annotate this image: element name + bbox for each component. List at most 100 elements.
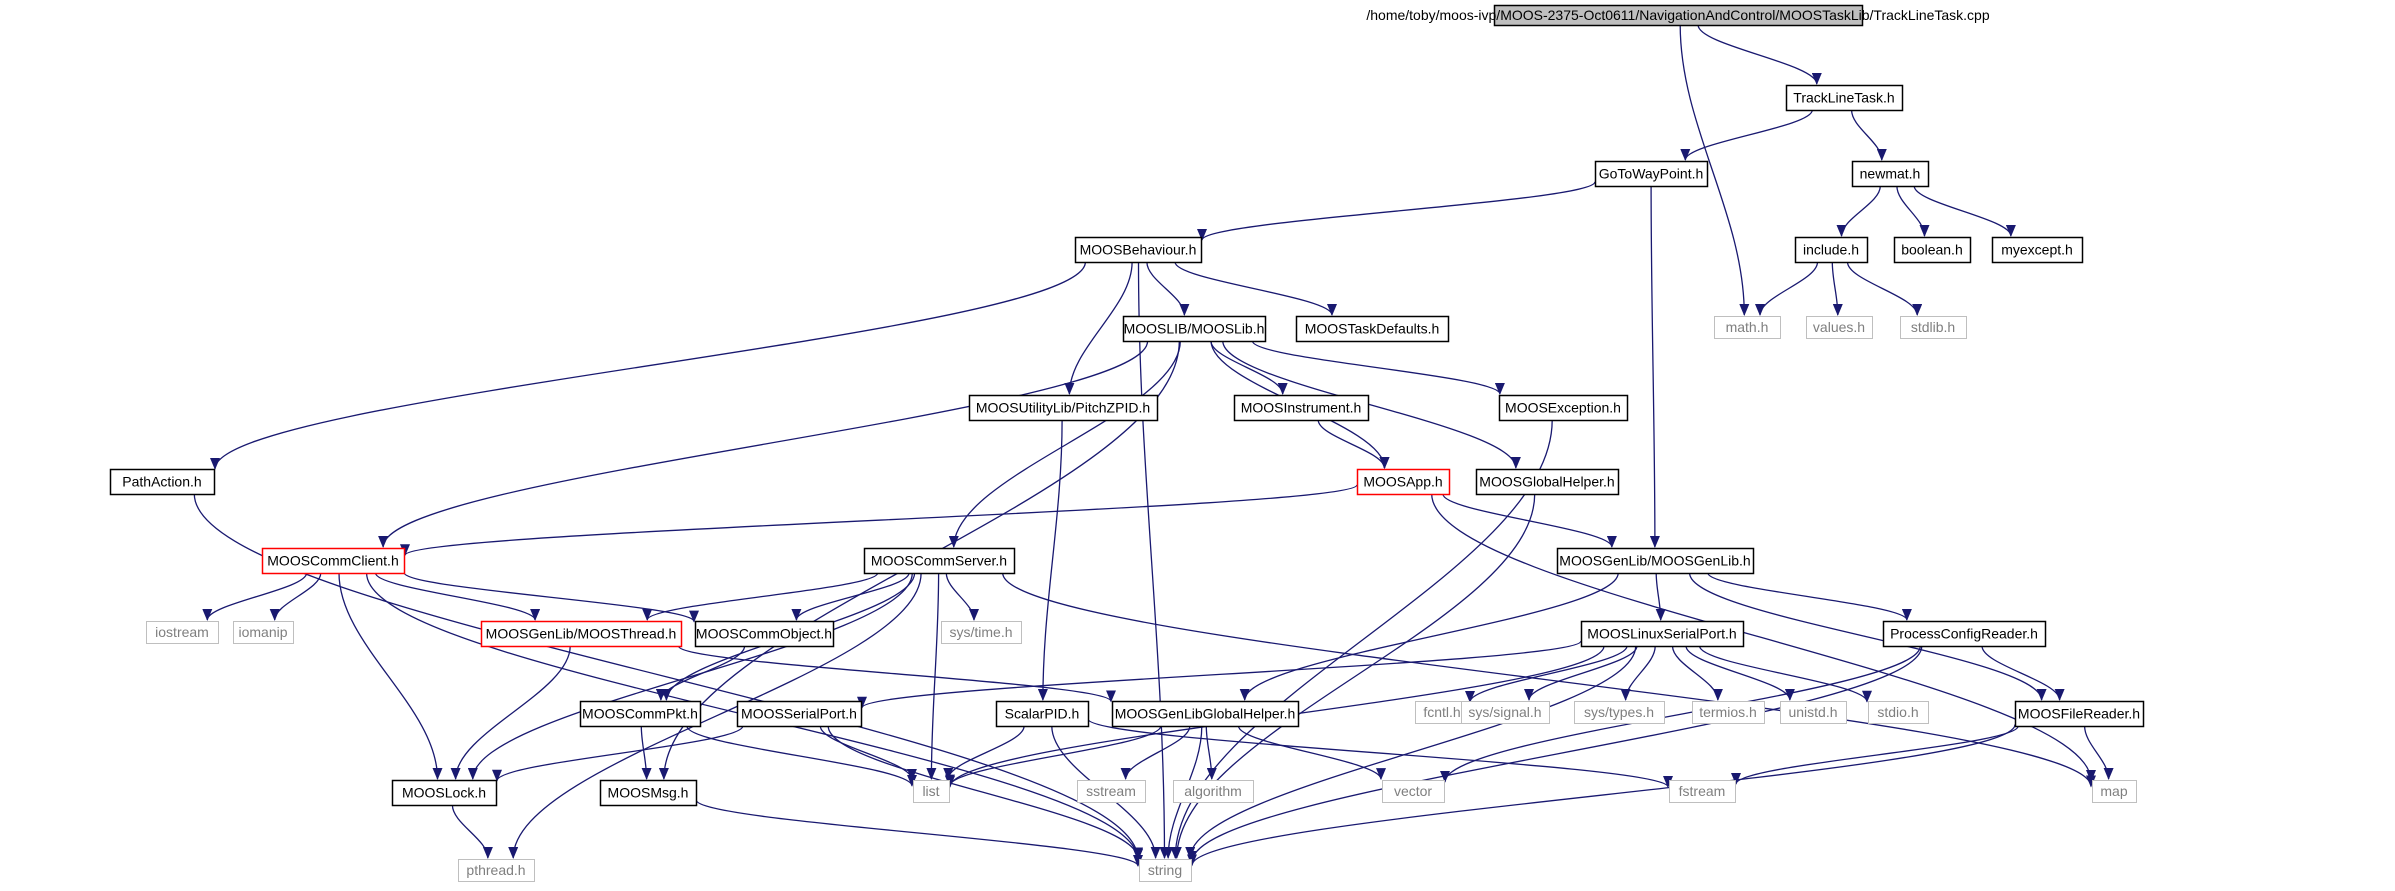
edge-moosthread-to-moosgenlibglobalhelper <box>677 645 1116 703</box>
edge-processconfigreader-to-moosfilereader <box>1981 645 2065 701</box>
node-label-processconfigreader: ProcessConfigReader.h <box>1890 626 2038 642</box>
edge-include-to-math <box>1755 261 1819 316</box>
node-root[interactable]: /home/toby/moos-ivp/MOOS-2375-Oct0611/Na… <box>1366 4 1990 27</box>
edge-mooscommserver-to-list <box>926 572 940 780</box>
node-label-algorithm: algorithm <box>1184 783 1242 799</box>
edge-newmat-to-boolean <box>1896 185 1930 237</box>
node-box-syssignal <box>1461 701 1550 724</box>
node-mooslinuxserialport[interactable]: MOOSLinuxSerialPort.h <box>1580 620 1745 648</box>
node-label-fcntl: fcntl.h <box>1423 704 1460 720</box>
edge-moosbehaviour-to-string <box>1137 261 1170 859</box>
edge-moosgenlibglobalhelper-to-list <box>945 725 1162 787</box>
edge-moosinstrument-to-moosapp <box>1317 419 1390 469</box>
nodes: /home/toby/moos-ivp/MOOS-2375-Oct0611/Na… <box>109 4 2145 882</box>
node-box-moosexception <box>1498 394 1629 422</box>
edge-scalarpid-to-list <box>943 725 1025 780</box>
node-moostaskdefaults[interactable]: MOOSTaskDefaults.h <box>1295 315 1450 343</box>
node-moosbehaviour[interactable]: MOOSBehaviour.h <box>1074 236 1203 264</box>
edge-scalarpid-to-fstream <box>1087 718 1673 788</box>
node-boolean[interactable]: boolean.h <box>1893 236 1972 264</box>
node-label-systypes: sys/types.h <box>1584 704 1654 720</box>
node-moosexception[interactable]: MOOSException.h <box>1498 394 1629 422</box>
edge-mooscommserver-to-map <box>1002 572 2096 788</box>
node-moosgenlibglobalhelper[interactable]: MOOSGenLibGlobalHelper.h <box>1111 700 1300 728</box>
edge-newmat-to-myexcept <box>1913 185 2016 237</box>
node-newmat[interactable]: newmat.h <box>1851 160 1930 188</box>
edge-mooscommclient-to-mooslock <box>338 572 443 780</box>
node-sstream: sstream <box>1077 780 1146 803</box>
edge-root-to-math <box>1679 24 1750 316</box>
node-vector: vector <box>1382 780 1445 803</box>
node-pitchzpid[interactable]: MOOSUtilityLib/PitchZPID.h <box>968 394 1159 422</box>
node-label-moostaskdefaults: MOOSTaskDefaults.h <box>1305 321 1440 337</box>
node-label-stdio: stdio.h <box>1877 704 1918 720</box>
node-label-stdlib: stdlib.h <box>1911 319 1955 335</box>
node-mooscommclient[interactable]: MOOSCommClient.h <box>261 547 406 575</box>
edge-mooscommclient-to-iomanip <box>269 572 322 621</box>
node-stdlib: stdlib.h <box>1900 316 1967 339</box>
edge-mooscommserver-to-systime <box>945 572 979 621</box>
node-label-moosapp: MOOSApp.h <box>1363 474 1442 490</box>
node-moosserialport[interactable]: MOOSSerialPort.h <box>736 700 863 728</box>
node-unistd: unistd.h <box>1780 701 1847 724</box>
node-label-mooscommserver: MOOSCommServer.h <box>871 553 1007 569</box>
edge-mooscommserver-to-pthread <box>508 572 922 859</box>
node-moosthread[interactable]: MOOSGenLib/MOOSThread.h <box>480 620 683 648</box>
node-mooslib[interactable]: MOOSLIB/MOOSLib.h <box>1122 315 1267 343</box>
node-processconfigreader[interactable]: ProcessConfigReader.h <box>1882 620 2047 648</box>
node-box-stdio <box>1868 701 1929 724</box>
node-box-moosfilereader <box>2014 700 2145 728</box>
edge-mooscommclient-to-iostream <box>202 572 308 621</box>
node-myexcept[interactable]: myexcept.h <box>1991 236 2084 264</box>
edge-moosbehaviour-to-pitchzpid <box>1064 261 1133 395</box>
edge-gotowaypoint-to-moosgenlib <box>1649 185 1660 548</box>
node-box-gotowaypoint <box>1594 160 1709 188</box>
node-label-mooscommclient: MOOSCommClient.h <box>267 553 398 569</box>
node-scalarpid[interactable]: ScalarPID.h <box>995 700 1090 728</box>
edge-pathaction-to-string <box>193 493 1143 861</box>
node-mooscommserver[interactable]: MOOSCommServer.h <box>863 547 1016 575</box>
edge-mooscommclient-to-mooscommobject <box>403 571 699 623</box>
node-moosmsg[interactable]: MOOSMsg.h <box>599 779 698 807</box>
node-moosgenlib[interactable]: MOOSGenLib/MOOSGenLib.h <box>1556 547 1755 575</box>
edge-mooslib-to-mooscommclient <box>378 340 1149 548</box>
node-box-scalarpid <box>995 700 1090 728</box>
edge-mooslinuxserialport-to-syssignal <box>1524 645 1638 701</box>
node-box-newmat <box>1851 160 1930 188</box>
node-moosglobalhelper[interactable]: MOOSGlobalHelper.h <box>1475 468 1620 496</box>
node-label-moosgenlib: MOOSGenLib/MOOSGenLib.h <box>1559 553 1750 569</box>
node-box-algorithm <box>1173 780 1254 803</box>
node-algorithm: algorithm <box>1173 780 1254 803</box>
edge-mooslib-to-moosexception <box>1251 340 1505 395</box>
node-box-mooscommpkt <box>579 700 702 728</box>
node-moosinstrument[interactable]: MOOSInstrument.h <box>1233 394 1370 422</box>
edge-moosserialport-to-mooslock <box>492 725 744 782</box>
node-moosfilereader[interactable]: MOOSFileReader.h <box>2014 700 2145 728</box>
node-box-map <box>2092 780 2137 803</box>
node-box-mooslib <box>1122 315 1267 343</box>
node-box-vector <box>1382 780 1445 803</box>
node-mooscommpkt[interactable]: MOOSCommPkt.h <box>579 700 702 728</box>
node-tracklinetask_h[interactable]: TrackLineTask.h <box>1785 84 1904 112</box>
node-include[interactable]: include.h <box>1794 236 1869 264</box>
node-box-pthread <box>458 859 535 882</box>
node-box-list <box>913 780 950 803</box>
edge-mooslib-to-moosinstrument <box>1210 340 1288 395</box>
node-gotowaypoint[interactable]: GoToWayPoint.h <box>1594 160 1709 188</box>
node-syssignal: sys/signal.h <box>1461 701 1550 724</box>
edge-moosfilereader-to-string <box>1187 724 2016 867</box>
node-pathaction[interactable]: PathAction.h <box>109 468 216 496</box>
node-box-moosthread <box>480 620 683 648</box>
node-termios: termios.h <box>1692 701 1765 724</box>
node-mooslock[interactable]: MOOSLock.h <box>391 779 498 807</box>
node-map: map <box>2092 780 2137 803</box>
node-box-mooscommserver <box>863 547 1016 575</box>
node-math: math.h <box>1714 316 1781 339</box>
node-box-moosmsg <box>599 779 698 807</box>
node-box-processconfigreader <box>1882 620 2047 648</box>
node-mooscommobject[interactable]: MOOSCommObject.h <box>694 620 835 648</box>
edge-mooslinuxserialport-to-fcntl <box>1465 645 1628 703</box>
node-label-fstream: fstream <box>1679 783 1726 799</box>
node-moosapp[interactable]: MOOSApp.h <box>1356 468 1451 496</box>
